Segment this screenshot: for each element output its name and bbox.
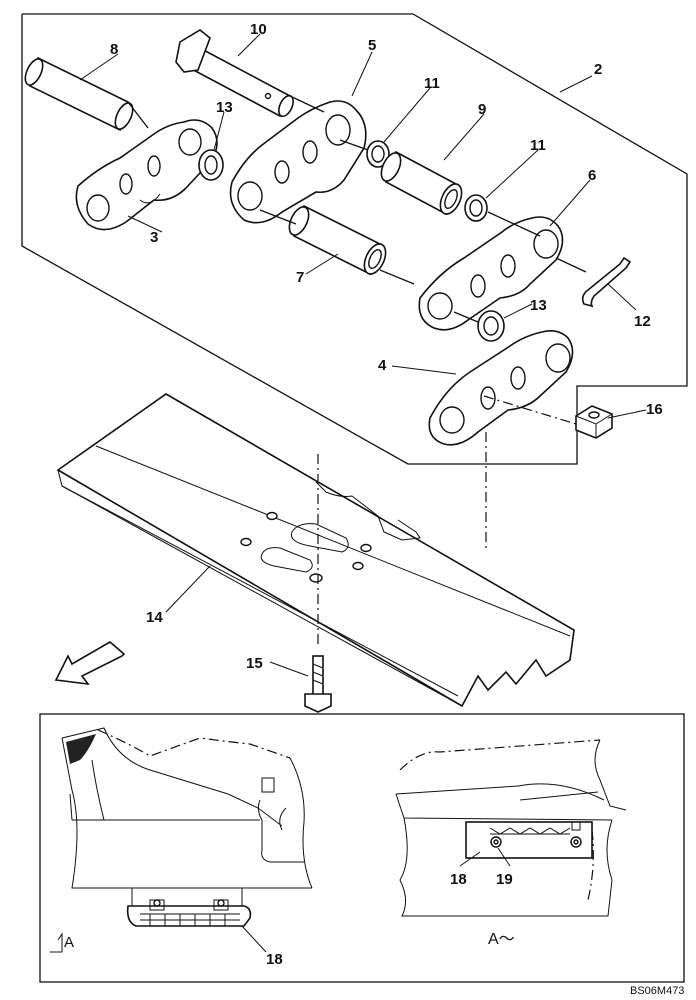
label-14: 14 [146,609,163,626]
label-12: 12 [634,313,651,330]
section-marker-a: A [50,932,74,953]
label-11-top: 11 [424,75,440,92]
bolt-15 [304,655,332,713]
center-lines [317,395,577,648]
label-9: 9 [478,101,486,118]
bushing-9 [380,150,463,216]
track-shoe-14 [56,393,575,708]
direction-arrow-icon [54,641,126,686]
label-18-left: 18 [266,951,283,968]
seal-13-upper [198,149,224,181]
label-13-lower: 13 [530,297,547,314]
clip-pin-12 [581,256,632,308]
label-15: 15 [246,655,263,672]
assembly-group-outline [21,13,688,465]
seal-11-right [464,194,488,222]
part-labels: 2 3 4 5 6 7 8 9 10 11 11 12 13 13 14 15 … [110,21,663,672]
bushing-7 [288,204,387,276]
nut-16 [575,405,613,439]
label-10: 10 [250,21,267,38]
label-18-right: 18 [450,871,467,888]
label-19: 19 [496,871,513,888]
label-13-top: 13 [216,99,233,116]
label-4: 4 [378,357,387,374]
section-marker-label: A [64,934,74,951]
seal-11-left [366,140,390,168]
leader-lines [79,33,647,677]
view-a-title: A～ [488,931,515,948]
link-6 [418,216,564,331]
label-16: 16 [646,401,663,418]
label-5: 5 [368,37,376,54]
alignment-lines [127,95,587,323]
label-11-right: 11 [530,137,546,154]
pin-8 [24,56,134,132]
label-2: 2 [594,61,602,78]
drawing-code: BS06M473 [630,985,684,997]
link-5 [229,100,367,224]
label-8: 8 [110,41,118,58]
label-3: 3 [150,229,158,246]
detail-box: A 18 18 19 A～ [39,713,685,983]
link-4 [428,330,574,446]
link-3 [75,119,218,231]
label-6: 6 [588,167,596,184]
right-detail-view [395,739,627,917]
master-pin-10 [175,29,294,118]
seal-13-lower [477,310,505,342]
left-detail-view [61,727,313,927]
label-7: 7 [296,269,304,286]
